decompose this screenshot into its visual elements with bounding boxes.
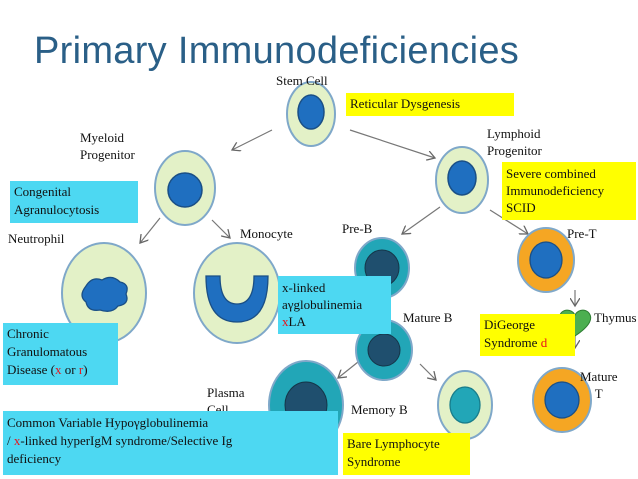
- arrow-matureb-memoryb: [419, 363, 436, 380]
- myeloid-progenitor-cell: [154, 150, 216, 226]
- arrow-myeloid-neutrophil: [140, 217, 161, 243]
- scid-box: Severe combined Immunodeficiency SCID: [502, 162, 636, 220]
- mature-t-label: Mature T: [580, 369, 618, 401]
- page-title: Primary Immunodeficiencies: [34, 30, 520, 72]
- stem-cell-label: Stem Cell: [276, 73, 328, 88]
- thymus-label: Thymus: [594, 310, 637, 325]
- memory-b-label: Memory B: [351, 402, 408, 417]
- cvid-box: Common Variable Hypoγglobulinemia / x-li…: [3, 411, 338, 475]
- arrow-myeloid-monocyte: [211, 219, 230, 238]
- stem-cell: [286, 81, 336, 147]
- lymphoid-progenitor-label: Lymphoid Progenitor: [487, 126, 542, 158]
- xla-box: x-linked aγglobulinemia xLA: [278, 276, 391, 334]
- arrow-stem-lymphoid: [349, 129, 435, 158]
- mature-b-label: Mature B: [403, 310, 453, 325]
- monocyte-cell: [193, 242, 281, 344]
- arrow-lymphoid-preb: [402, 206, 441, 234]
- myeloid-progenitor-label: Myeloid Progenitor: [80, 130, 135, 162]
- bare-lymphocyte-box: Bare Lymphocyte Syndrome: [343, 433, 470, 475]
- arrow-lymphoid-pret: [489, 209, 528, 234]
- neutrophil-label: Neutrophil: [8, 231, 65, 246]
- digeorge-box: DiGeorge Syndrome d: [480, 314, 575, 356]
- memory-b-cell: [437, 370, 493, 440]
- monocyte-label: Monocyte: [240, 226, 293, 241]
- pre-b-label: Pre-B: [342, 221, 373, 236]
- mature-t-cell: [532, 367, 592, 433]
- pre-t-cell: [517, 227, 575, 293]
- arrow-stem-myeloid: [232, 129, 273, 150]
- arrows: [140, 129, 575, 380]
- reticular-dysgenesis-box: Reticular Dysgenesis: [346, 93, 514, 116]
- pre-t-label: Pre-T: [567, 226, 597, 241]
- arrow-matureb-plasma: [338, 361, 359, 378]
- neutrophil-cell: [61, 242, 147, 344]
- lymphoid-progenitor-cell: [435, 146, 489, 214]
- congenital-agranulocytosis-box: Congenital Agranulocytosis: [10, 181, 138, 223]
- cgd-box: Chronic Granulomatous Disease (x or r): [3, 323, 118, 385]
- mature-b-cell: [355, 319, 413, 381]
